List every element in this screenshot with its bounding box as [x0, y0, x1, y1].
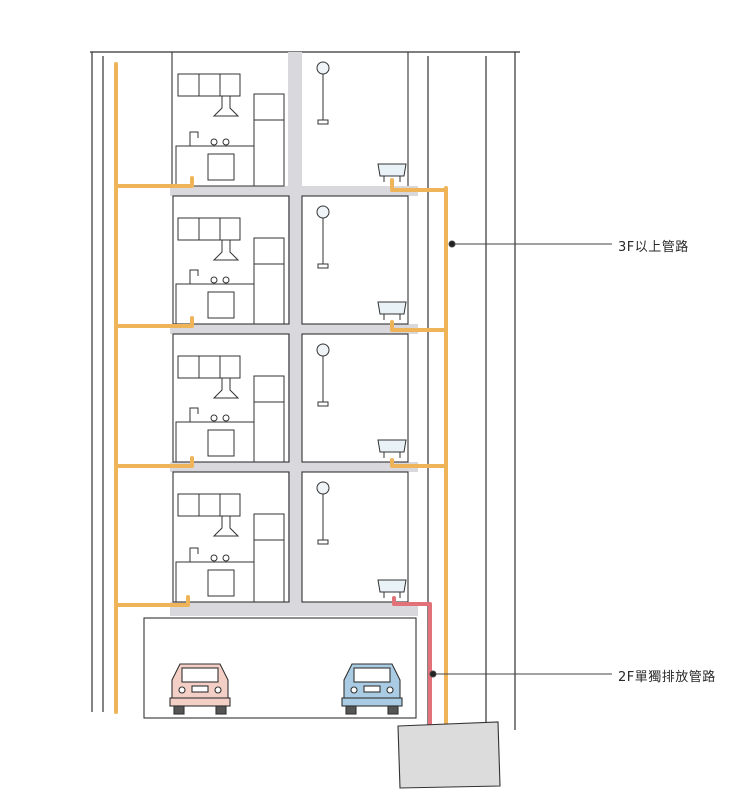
septic-tank [398, 722, 500, 788]
kitchen [176, 74, 284, 186]
kitchen [176, 494, 284, 602]
kitchens [176, 74, 284, 602]
upper-floors-pipe-label: 3F以上管路 [618, 236, 689, 255]
car-right [342, 664, 402, 714]
bathroom [317, 206, 406, 320]
kitchen [176, 356, 284, 462]
bathroom [317, 482, 406, 598]
kitchen [176, 218, 284, 324]
bathroom [317, 344, 406, 458]
callout-lines [430, 241, 612, 677]
car-left [170, 664, 230, 714]
building-outline [90, 52, 520, 730]
room-frames [144, 52, 416, 718]
second-floor-pipe-label: 2F單獨排放管路 [618, 666, 716, 685]
bathroom [317, 62, 406, 182]
